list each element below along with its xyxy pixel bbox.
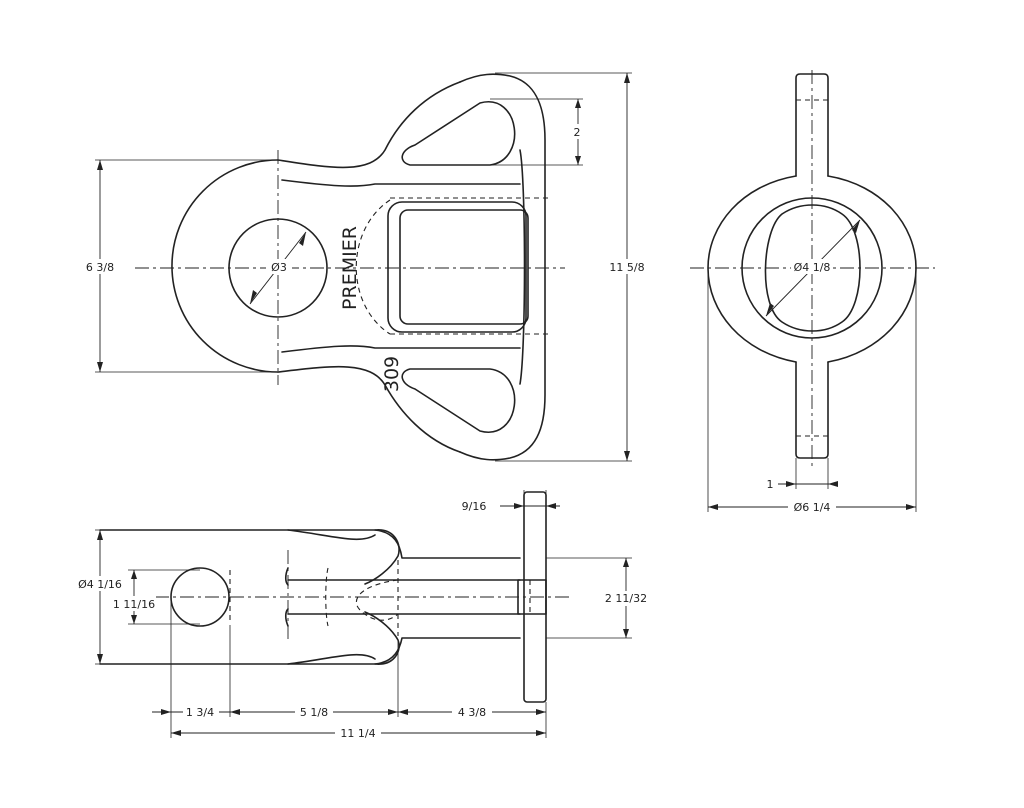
outer-loop xyxy=(459,73,546,461)
lower-slot xyxy=(401,368,516,433)
inner-web-top xyxy=(281,179,521,187)
end-view: Ø4 1/8 Ø6 1/4 1 xyxy=(690,70,935,514)
lower-neck xyxy=(277,365,461,453)
seg-c-label: 4 3/8 xyxy=(458,706,486,719)
body-top xyxy=(99,529,521,559)
leader-arrowhead xyxy=(250,290,257,304)
outer-dia-label: Ø6 1/4 xyxy=(794,501,831,514)
side-view: Ø4 1/16 1 11/16 9/16 2 11/32 1 3/4 xyxy=(74,490,654,740)
bore-inner xyxy=(764,204,861,332)
swoop-lower xyxy=(287,653,376,665)
inner-web-bottom xyxy=(281,345,521,353)
bore-dia-label: Ø4 1/8 xyxy=(794,261,831,274)
upper-neck xyxy=(277,81,461,169)
overall-length-label: 11 1/4 xyxy=(340,727,375,740)
hole-dia-label: Ø3 xyxy=(271,261,287,274)
center-pocket-outer xyxy=(387,201,527,333)
height-label: 6 3/8 xyxy=(86,261,114,274)
flange-height-label: 2 11/32 xyxy=(605,592,647,605)
top-view: Ø3 PREMIER 309 6 3/8 11 5/8 2 xyxy=(82,72,648,462)
slot-width-label: 2 xyxy=(574,126,581,139)
length-label: 11 5/8 xyxy=(609,261,644,274)
maker-marking: PREMIER xyxy=(339,226,361,310)
eye-ring-outline xyxy=(171,159,279,373)
swoop-upper xyxy=(287,529,376,541)
bar-dia-label: 1 11/16 xyxy=(113,598,155,611)
overall-dia-label: Ø4 1/16 xyxy=(78,578,122,591)
tab-width-label: 1 xyxy=(767,478,774,491)
seg-a-label: 1 3/4 xyxy=(186,706,214,719)
seg-b-label: 5 1/8 xyxy=(300,706,328,719)
leader-arrowhead xyxy=(299,232,306,246)
hidden-curve xyxy=(355,199,391,335)
upper-slot xyxy=(401,101,516,166)
center-pocket-inner xyxy=(399,209,529,325)
part-number-marking: 309 xyxy=(381,356,403,392)
flange-thickness-label: 9/16 xyxy=(462,500,487,513)
bar-end-circle xyxy=(170,567,230,627)
inner-rail xyxy=(519,149,526,385)
body-head-top xyxy=(364,529,400,585)
